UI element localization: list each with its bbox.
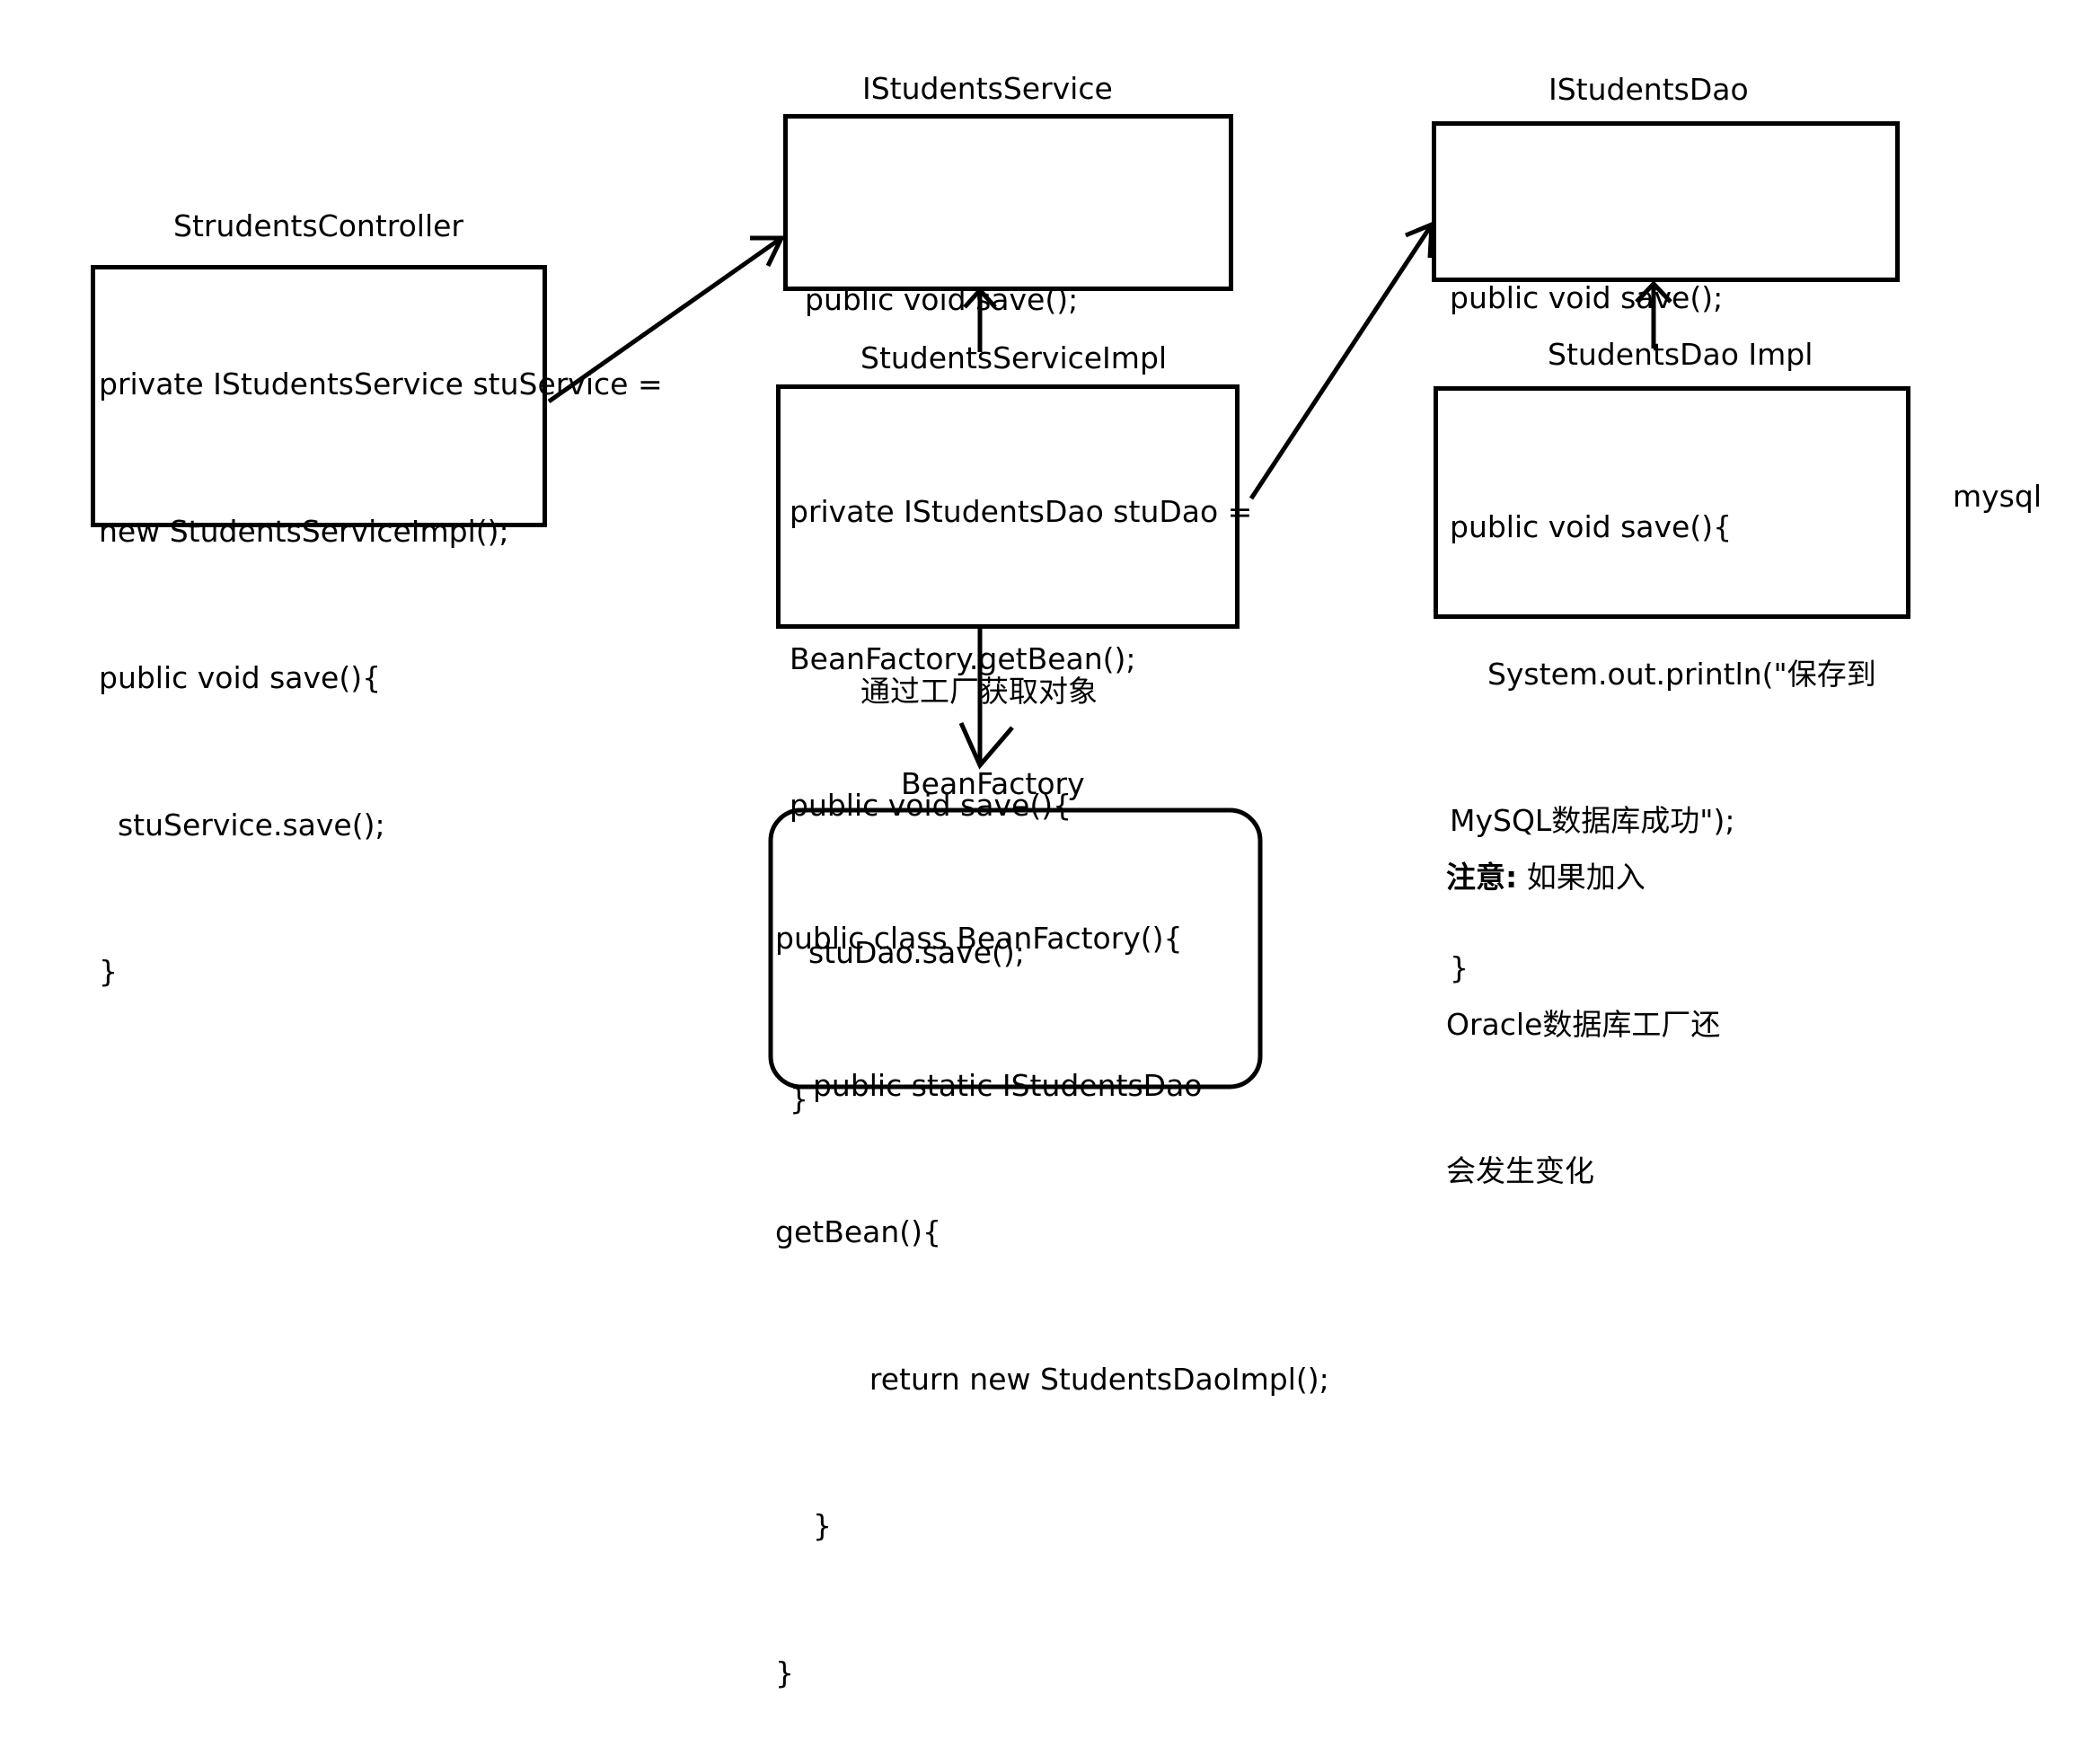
controller-code: private IStudentsService stuService = ne… xyxy=(99,262,663,1046)
dao-impl-box xyxy=(1434,386,1910,619)
dao-impl-title: StudentsDao Impl xyxy=(1548,337,1813,372)
controller-title: StrudentsController xyxy=(173,208,463,243)
code-line: getBean(){ xyxy=(775,1214,942,1249)
bean-factory-code: public class BeanFactory(){ public stati… xyxy=(775,816,1329,1747)
service-interface-code: public void save(); xyxy=(805,178,1078,374)
code-line: public void save(){ xyxy=(99,660,382,695)
dao-impl-code: public void save(){ System.out.println("… xyxy=(1450,405,1876,1042)
code-line: stuDao.save(); xyxy=(790,934,1025,970)
code-line: public void save(); xyxy=(805,282,1079,317)
note-line-2: Oracle数据库工厂还 xyxy=(1446,1006,1721,1042)
note-heading: 注意: xyxy=(1446,860,1518,895)
beanfactory-box xyxy=(768,807,1263,1090)
code-line: System.out.println("保存到 xyxy=(1450,656,1876,692)
service-interface-box xyxy=(783,114,1233,291)
arrowhead-controller-to-service xyxy=(750,235,785,268)
controller-box xyxy=(91,265,547,527)
bean-factory-title: BeanFactory xyxy=(901,766,1085,801)
code-line: public static IStudentsDao xyxy=(775,1067,1203,1103)
code-line: return new StudentsDaoImpl(); xyxy=(775,1361,1329,1397)
factory-edge-label: 通过工厂获取对象 xyxy=(860,674,1098,709)
code-line: } xyxy=(775,1654,794,1690)
arrowhead-serviceimpl-to-beanfactory xyxy=(958,721,1014,770)
arrowhead-daoimpl-to-dao xyxy=(1635,280,1672,304)
code-line: public class BeanFactory(){ xyxy=(775,921,1183,956)
dao-interface-code: public void save(); xyxy=(1450,176,1723,372)
edge-serviceimpl-to-dao xyxy=(1249,223,1434,500)
service-impl-title: StudentsServiceImpl xyxy=(860,340,1168,375)
service-interface-title: IStudentsService xyxy=(862,71,1113,106)
note-line-1: 注意: 如果加入 xyxy=(1446,853,1720,903)
edge-controller-to-service xyxy=(547,235,783,404)
code-line: stuService.save(); xyxy=(99,807,385,843)
code-line: private IStudentsDao stuDao = xyxy=(790,494,1253,529)
code-line: MySQL数据库成功"); xyxy=(1450,803,1735,838)
service-impl-code: private IStudentsDao stuDao = BeanFactor… xyxy=(790,390,1252,1173)
code-line: } xyxy=(1450,949,1469,985)
dao-interface-box xyxy=(1432,121,1900,282)
note: 注意: 如果加入 Oracle数据库工厂还 会发生变化 xyxy=(1446,755,1720,1245)
code-line: } xyxy=(775,1508,832,1543)
code-line: BeanFactory.getBean(); xyxy=(790,640,1136,676)
code-line: public void save(); xyxy=(1450,280,1724,315)
service-impl-box xyxy=(776,384,1240,629)
code-line: public void save(){ xyxy=(1450,509,1733,544)
code-line: public void save(){ xyxy=(790,788,1072,823)
note-text-1: 如果加入 xyxy=(1526,860,1646,895)
mysql-label: mysql xyxy=(1953,479,2042,514)
note-line-3: 会发生变化 xyxy=(1446,1153,1594,1188)
dao-interface-title: IStudentsDao xyxy=(1549,72,1749,107)
code-line: } xyxy=(790,1081,808,1116)
code-line: } xyxy=(99,954,118,989)
code-line: private IStudentsService stuService = xyxy=(99,366,663,401)
code-line: new StudentsServiceImpl(); xyxy=(99,513,509,549)
